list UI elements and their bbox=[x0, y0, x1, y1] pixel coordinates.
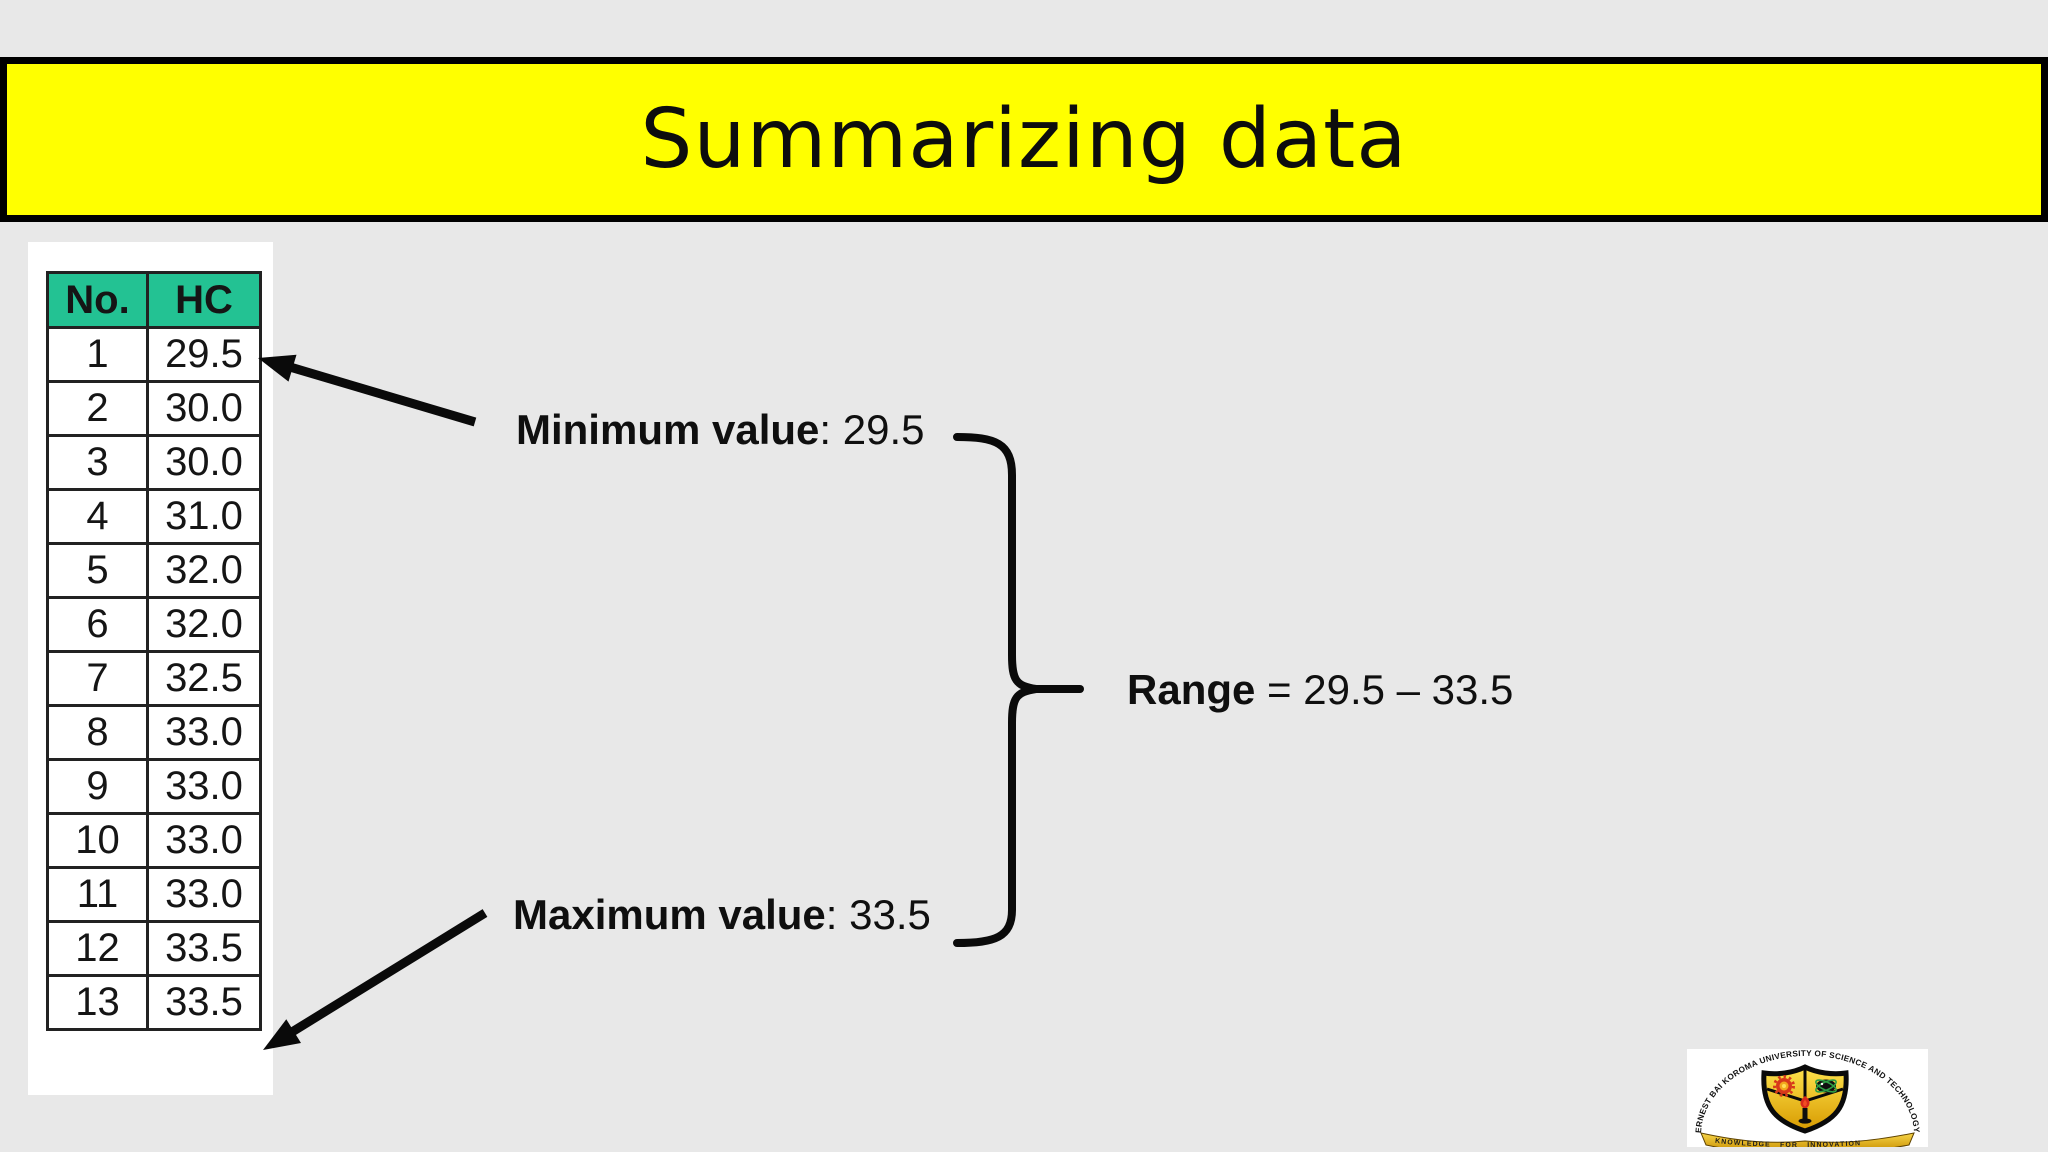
max-arrow bbox=[263, 909, 488, 1050]
page-title: Summarizing data bbox=[640, 92, 1408, 187]
range-label: Range bbox=[1127, 666, 1256, 713]
annotation-range: Range = 29.5 – 33.5 bbox=[1127, 666, 1513, 714]
min-arrow bbox=[258, 354, 477, 427]
cell-no: 13 bbox=[46, 974, 149, 1031]
minimum-value: : 29.5 bbox=[819, 406, 925, 453]
maximum-label: Maximum value bbox=[513, 891, 826, 938]
cell-hc: 33.0 bbox=[146, 866, 262, 923]
cell-hc: 33.5 bbox=[146, 974, 262, 1031]
cell-hc: 29.5 bbox=[146, 326, 262, 383]
svg-text:KNOWLEDGE FOR INNOVATION: KNOWLEDGE FOR INNOVATION bbox=[1715, 1138, 1862, 1147]
title-banner: Summarizing data bbox=[0, 57, 2048, 222]
annotation-minimum: Minimum value: 29.5 bbox=[516, 406, 925, 454]
header-cell-no: No. bbox=[46, 271, 149, 329]
university-logo: ERNEST BAI KOROMA UNIVERSITY OF SCIENCE … bbox=[1687, 1049, 1928, 1147]
university-crest-icon: ERNEST BAI KOROMA UNIVERSITY OF SCIENCE … bbox=[1687, 1049, 1928, 1147]
cell-hc: 33.0 bbox=[146, 812, 262, 869]
cell-hc: 33.5 bbox=[146, 920, 262, 977]
cell-hc: 32.0 bbox=[146, 542, 262, 599]
header-cell-hc: HC bbox=[146, 271, 262, 329]
cell-no: 9 bbox=[46, 758, 149, 815]
cell-hc: 32.0 bbox=[146, 596, 262, 653]
cell-hc: 30.0 bbox=[146, 434, 262, 491]
cell-hc: 33.0 bbox=[146, 704, 262, 761]
table-header-row: No. HC bbox=[46, 271, 262, 329]
cell-hc: 30.0 bbox=[146, 380, 262, 437]
shield-icon bbox=[1761, 1064, 1849, 1134]
motto-text: KNOWLEDGE FOR INNOVATION bbox=[1715, 1138, 1861, 1147]
maximum-value: : 33.5 bbox=[825, 891, 931, 938]
cell-no: 4 bbox=[46, 488, 149, 545]
cell-no: 2 bbox=[46, 380, 149, 437]
motto-ribbon: KNOWLEDGE FOR INNOVATION bbox=[1700, 1132, 1915, 1147]
cell-no: 11 bbox=[46, 866, 149, 923]
atom-icon bbox=[1815, 1079, 1837, 1093]
minimum-label: Minimum value bbox=[516, 406, 820, 453]
torch-icon bbox=[1798, 1096, 1812, 1124]
cell-no: 7 bbox=[46, 650, 149, 707]
sun-gear-icon bbox=[1773, 1075, 1795, 1097]
cell-no: 5 bbox=[46, 542, 149, 599]
cell-hc: 32.5 bbox=[146, 650, 262, 707]
cell-no: 6 bbox=[46, 596, 149, 653]
cell-hc: 31.0 bbox=[146, 488, 262, 545]
cell-no: 1 bbox=[46, 326, 149, 383]
cell-no: 3 bbox=[46, 434, 149, 491]
range-brace bbox=[953, 433, 1084, 947]
annotation-maximum: Maximum value: 33.5 bbox=[513, 891, 931, 939]
cell-no: 8 bbox=[46, 704, 149, 761]
range-value: = 29.5 – 33.5 bbox=[1255, 666, 1514, 713]
cell-no: 12 bbox=[46, 920, 149, 977]
cell-hc: 33.0 bbox=[146, 758, 262, 815]
cell-no: 10 bbox=[46, 812, 149, 869]
